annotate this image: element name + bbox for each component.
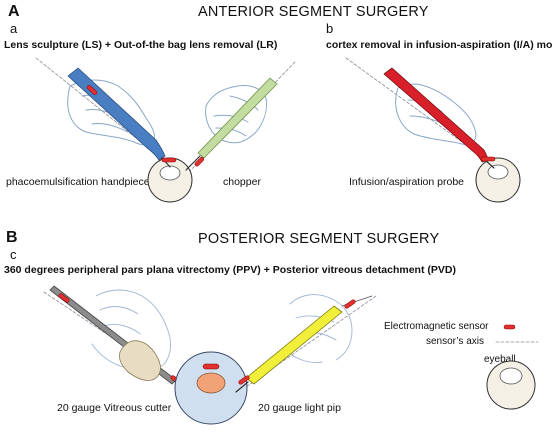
panel-a-letter: A	[8, 3, 20, 20]
light-hand-outline	[285, 294, 353, 363]
legend-eyeball-swatch	[486, 360, 536, 410]
chopper-instrument	[197, 77, 278, 159]
eyeball-c-sensor	[202, 363, 220, 370]
panel-b-title: POSTERIOR SEGMENT SURGERY	[198, 231, 440, 247]
panel-a-title: ANTERIOR SEGMENT SURGERY	[198, 4, 429, 20]
legend-axis-label: sensor’s axis	[426, 336, 484, 347]
light-pipe-tip	[235, 381, 249, 393]
ia-sensor	[480, 156, 496, 162]
vitreous-cutter-label: 20 gauge Vitreous cutter	[57, 402, 172, 414]
chopper-label: chopper	[223, 176, 261, 188]
right-hand-outline	[205, 85, 267, 144]
subpanel-b-heading: cortex removal in infusion-aspiration (I…	[326, 39, 552, 51]
phaco-handpiece-label: phacoemulsification handpiece	[6, 176, 150, 188]
legend-eyeball-lens	[499, 367, 523, 385]
light-pipe	[245, 305, 343, 385]
eyeball-b	[475, 157, 521, 203]
subpanel-a-heading: Lens sculpture (LS) + Out-of-the bag len…	[4, 39, 278, 51]
cutter-hand-outline	[91, 289, 171, 369]
eyeball-b-lens	[487, 164, 509, 180]
phaco-sensor-axis	[35, 57, 177, 171]
subpanel-c-heading: 360 degrees peripheral pars plana vitrec…	[4, 264, 456, 276]
phaco-sensor	[86, 85, 98, 95]
ia-probe-label: Infusion/aspiration probe	[349, 176, 464, 188]
ia-probe	[383, 67, 489, 163]
ia-probe-tip	[484, 159, 495, 169]
cutter-sensor	[58, 293, 70, 303]
light-eye-sensor	[238, 375, 250, 385]
eyeball-c-lens	[196, 372, 226, 394]
eyeball-a-lens	[159, 165, 181, 181]
vitreous-cutter-grip	[119, 340, 161, 381]
phaco-handpiece	[67, 67, 166, 161]
panel-b-letter: B	[6, 229, 18, 246]
legend-sensor-label: Electromagnetic sensor	[384, 321, 489, 332]
subpanel-a-letter: a	[10, 21, 18, 36]
light-sensor	[344, 299, 356, 309]
chopper-sensor	[194, 156, 205, 167]
subpanel-b-letter: b	[326, 21, 334, 36]
legend-eyeball-label: eyeball	[484, 354, 516, 365]
phaco-eye-sensor	[161, 157, 177, 163]
light-pipe-label: 20 gauge light pip	[258, 402, 341, 414]
legend-sensor-swatch	[503, 324, 516, 330]
chopper-tip	[185, 155, 201, 171]
subpanel-c-letter: c	[10, 247, 17, 262]
